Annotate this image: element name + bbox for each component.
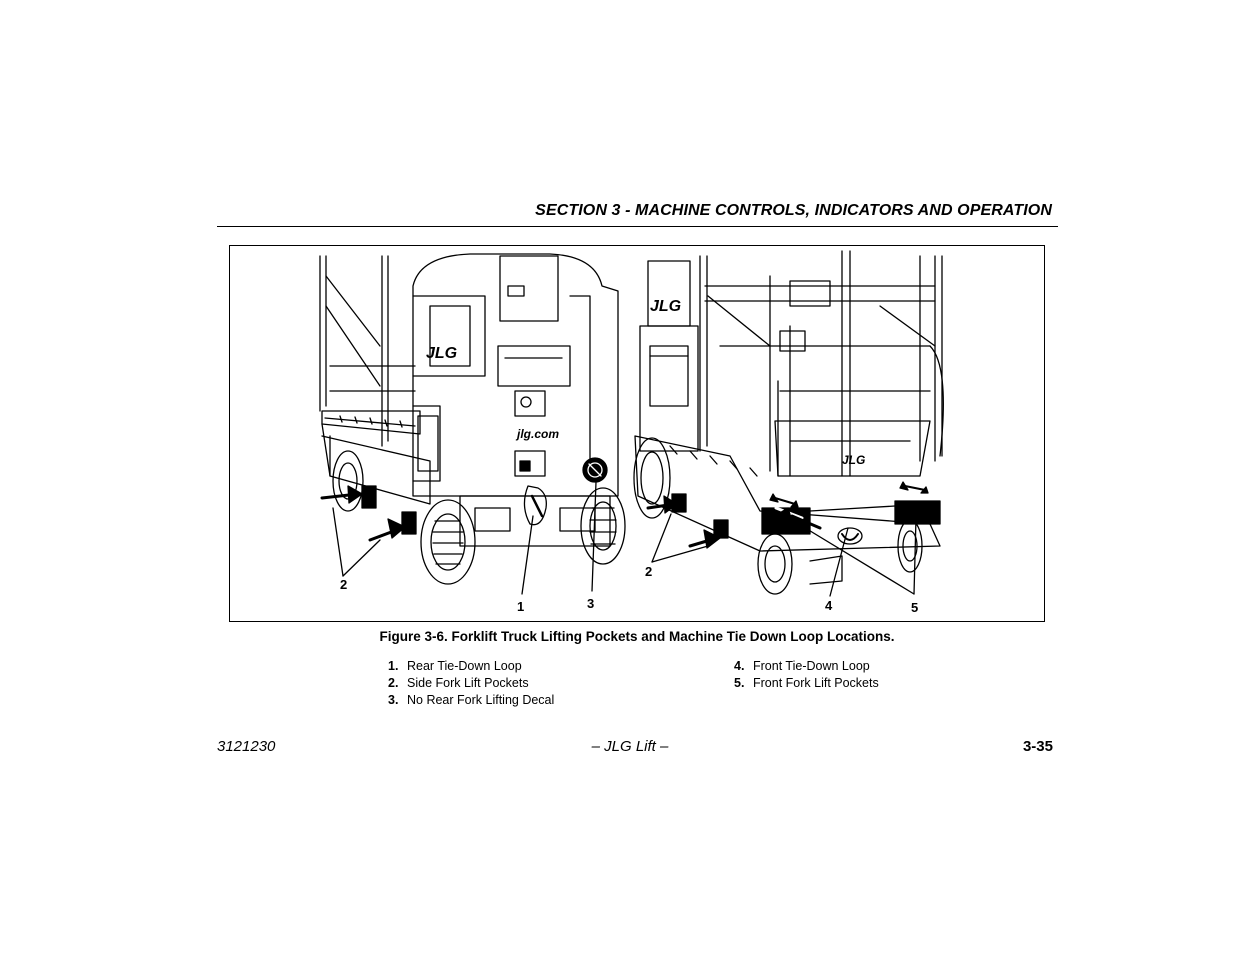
legend-number: 3.: [388, 693, 399, 707]
decal-url: jlg.com: [515, 427, 559, 441]
decal-brand-right: JLG: [650, 298, 681, 315]
footer-center-title: – JLG Lift –: [591, 738, 669, 755]
callout-5: 5: [911, 600, 918, 615]
legend-label: Side Fork Lift Pockets: [407, 676, 529, 690]
legend-item: 5. Front Fork Lift Pockets: [734, 675, 879, 692]
legend-item: 1. Rear Tie-Down Loop: [388, 658, 554, 675]
callout-1: 1: [517, 599, 524, 614]
machine-line-drawing: JLG jlg.com JLG JLG 2 1 3 2 4 5: [319, 250, 944, 615]
legend-column-2: 4. Front Tie-Down Loop 5. Front Fork Lift …: [734, 658, 879, 692]
callout-2-right: 2: [645, 564, 652, 579]
callout-2-left: 2: [340, 577, 347, 592]
figure-caption: Figure 3-6. Forklift Truck Lifting Pocke…: [379, 629, 895, 644]
decal-brand-platform: JLG: [842, 453, 865, 467]
callout-4: 4: [825, 598, 833, 613]
footer-page-number: 3-35: [1022, 738, 1053, 755]
legend-number: 2.: [388, 676, 399, 690]
legend-item: 2. Side Fork Lift Pockets: [388, 675, 554, 692]
legend-label: Rear Tie-Down Loop: [407, 659, 522, 673]
legend-label: Front Tie-Down Loop: [753, 659, 870, 673]
legend-number: 5.: [734, 676, 745, 690]
legend-label: No Rear Fork Lifting Decal: [407, 693, 555, 707]
legend-number: 1.: [388, 659, 399, 673]
decal-brand-left: JLG: [426, 345, 457, 362]
figure-illustration: JLG jlg.com JLG JLG 2 1 3 2 4 5: [229, 245, 1045, 622]
legend-column-1: 1. Rear Tie-Down Loop 2. Side Fork Lift Po…: [388, 658, 554, 709]
section-title: SECTION 3 - MACHINE CONTROLS, INDICATORS…: [535, 202, 1052, 219]
legend-item: 4. Front Tie-Down Loop: [734, 658, 879, 675]
footer-doc-number: 3121230: [217, 738, 276, 755]
callout-3: 3: [587, 596, 594, 611]
header-rule: [217, 226, 1058, 227]
legend-label: Front Fork Lift Pockets: [753, 676, 879, 690]
legend-item: 3. No Rear Fork Lifting Decal: [388, 692, 554, 709]
legend-number: 4.: [734, 659, 745, 673]
